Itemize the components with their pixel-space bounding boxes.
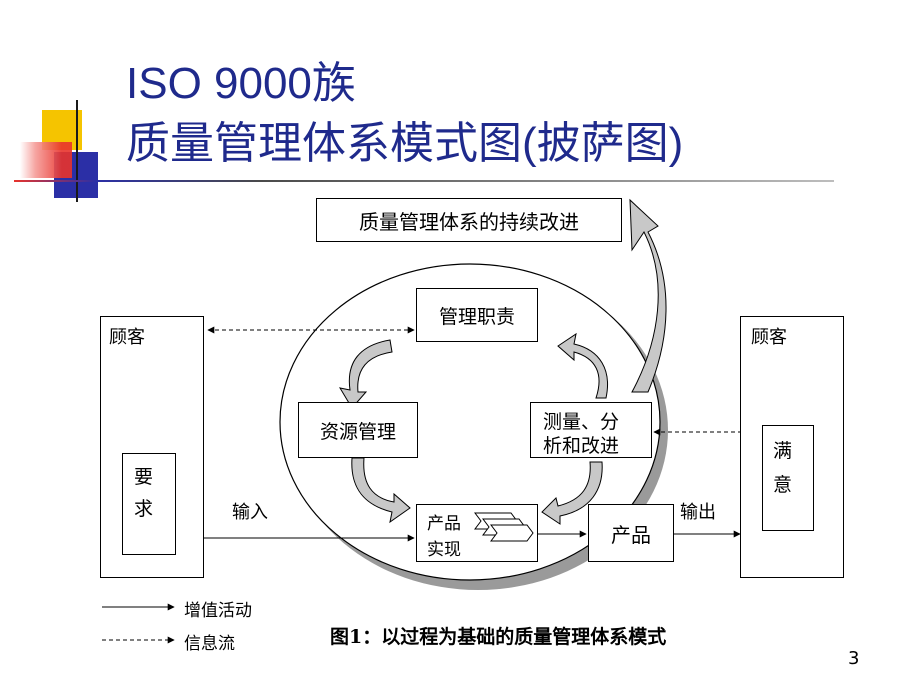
customer-left-box: 顾客 要 求 xyxy=(100,316,204,578)
continual-improvement-arrow xyxy=(629,198,667,393)
continual-improvement-box: 质量管理体系的持续改进 xyxy=(316,198,622,242)
cycle-arrow-top-right xyxy=(557,332,608,399)
satisfaction-box: 满 意 xyxy=(762,425,814,531)
cycle-arrow-bottom-right xyxy=(541,461,603,525)
figure-caption: 图1：以过程为基础的质量管理体系模式 xyxy=(330,626,667,648)
requirements-label-1: 要 xyxy=(134,466,154,488)
measurement-analysis-box: 测量、分 析和改进 xyxy=(530,402,652,458)
deco-vertical-line xyxy=(76,100,78,202)
decoration xyxy=(0,100,834,210)
resource-management-box: 资源管理 xyxy=(298,402,418,458)
requirements-box: 要 求 xyxy=(122,453,176,555)
resource-management-label: 资源管理 xyxy=(319,420,396,443)
output-label: 输出 xyxy=(680,502,716,523)
customer-right-label: 顾客 xyxy=(751,327,787,348)
input-label: 输入 xyxy=(232,502,268,523)
requirements-label-2: 求 xyxy=(134,498,154,520)
cycle-arrow-bottom-left xyxy=(351,457,411,524)
legend-information-flow-label: 信息流 xyxy=(184,634,235,654)
cycle-arrow-top-left xyxy=(338,339,393,409)
product-realization-box: 产品 实现 xyxy=(416,504,538,562)
product-realization-label-2: 实现 xyxy=(427,540,461,560)
page-number: 3 xyxy=(848,648,860,669)
process-chevrons-icon xyxy=(474,512,534,542)
measurement-label-1: 测量、分 xyxy=(543,411,620,433)
page-title-line1: ISO 9000族 xyxy=(126,59,356,108)
satisfaction-label-2: 意 xyxy=(773,474,793,496)
legend-value-added-label: 增值活动 xyxy=(184,601,252,621)
product-label: 产品 xyxy=(611,522,651,547)
customer-right-box: 顾客 满 意 xyxy=(740,316,844,578)
satisfaction-label-1: 满 xyxy=(773,440,793,462)
management-responsibility-label: 管理职责 xyxy=(438,305,515,328)
measurement-label-2: 析和改进 xyxy=(543,435,620,457)
product-box: 产品 xyxy=(588,504,674,562)
page-title-line2: 质量管理体系模式图(披萨图) xyxy=(126,119,684,168)
continual-improvement-label: 质量管理体系的持续改进 xyxy=(359,209,579,234)
customer-left-label: 顾客 xyxy=(109,327,145,348)
deco-red-square xyxy=(20,142,72,178)
management-responsibility-box: 管理职责 xyxy=(416,288,538,342)
product-realization-label-1: 产品 xyxy=(427,514,461,534)
deco-horizontal-line xyxy=(14,180,834,182)
